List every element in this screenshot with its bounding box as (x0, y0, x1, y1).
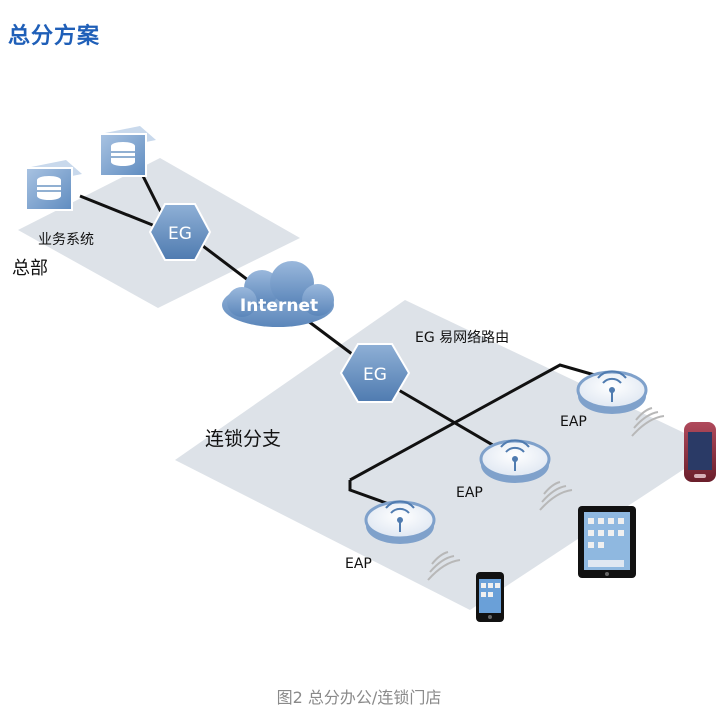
smartphone-icon (684, 422, 716, 482)
figure-caption: 图2 总分办公/连锁门店 (276, 688, 442, 707)
internet-label: Internet (240, 296, 318, 316)
access-point-icon (364, 500, 436, 544)
tablet-icon (578, 506, 636, 578)
page-title: 总分方案 (8, 24, 101, 49)
cloud-icon (222, 261, 334, 327)
hq-system-label: 业务系统 (38, 232, 94, 248)
access-point-icon (479, 439, 551, 483)
branch-gateway-label: EG (363, 365, 387, 385)
gateway-icon (339, 343, 411, 403)
hq-zone-label: 总部 (12, 258, 48, 279)
server-icon (99, 126, 156, 177)
server-icon (25, 160, 82, 211)
hq-gateway-label: EG (168, 224, 192, 244)
wifi-signal-icon (427, 551, 461, 581)
wifi-signal-icon (631, 407, 665, 437)
ap-label: EAP (345, 556, 372, 572)
smartphone-icon (476, 572, 504, 622)
ap-label: EAP (560, 414, 587, 430)
gateway-icon (148, 203, 212, 261)
wifi-signal-icon (539, 481, 573, 511)
access-point-icon (576, 370, 648, 414)
branch-zone-label: 连锁分支 (205, 428, 281, 450)
ap-label: EAP (456, 485, 483, 501)
router-label: EG 易网络路由 (415, 330, 509, 346)
